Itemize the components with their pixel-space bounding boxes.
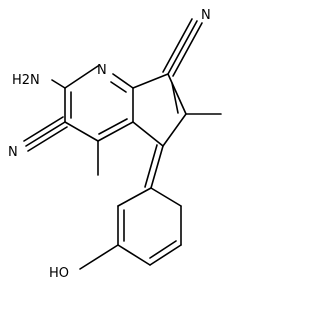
- nitrile-nitrogen-label-top: N: [201, 8, 211, 23]
- bond: [171, 82, 179, 114]
- bonds: [23, 18, 222, 270]
- bond: [150, 145, 164, 189]
- bond: [132, 73, 169, 89]
- bond: [79, 244, 119, 270]
- bond: [144, 144, 158, 188]
- bond: [98, 118, 128, 135]
- bond: [23, 116, 64, 142]
- bond: [149, 240, 177, 259]
- bond: [149, 244, 182, 266]
- bond: [110, 81, 127, 93]
- bond: [64, 121, 99, 142]
- hydroxyl-label: HO: [49, 266, 69, 281]
- bond: [172, 22, 203, 77]
- bond: [150, 187, 182, 207]
- bond: [97, 121, 134, 142]
- bond: [167, 20, 198, 75]
- atom-labels: N H2N N N HO: [8, 8, 211, 281]
- bond: [27, 126, 68, 152]
- bond: [112, 73, 134, 89]
- bond: [64, 65, 99, 89]
- molecule-diagram: N H2N N N HO: [8, 8, 222, 281]
- ring-nitrogen-label: N: [97, 63, 107, 78]
- bond: [117, 187, 152, 207]
- bond: [167, 73, 187, 115]
- bond: [162, 18, 193, 73]
- bond: [25, 121, 66, 147]
- molecule-structure: N H2N N N HO: [8, 8, 222, 281]
- bond: [117, 244, 151, 266]
- nitrile-nitrogen-label-left: N: [8, 145, 18, 160]
- bond: [51, 79, 66, 89]
- bond: [162, 113, 187, 147]
- amine-label: H2N: [12, 73, 40, 88]
- bond: [132, 121, 164, 147]
